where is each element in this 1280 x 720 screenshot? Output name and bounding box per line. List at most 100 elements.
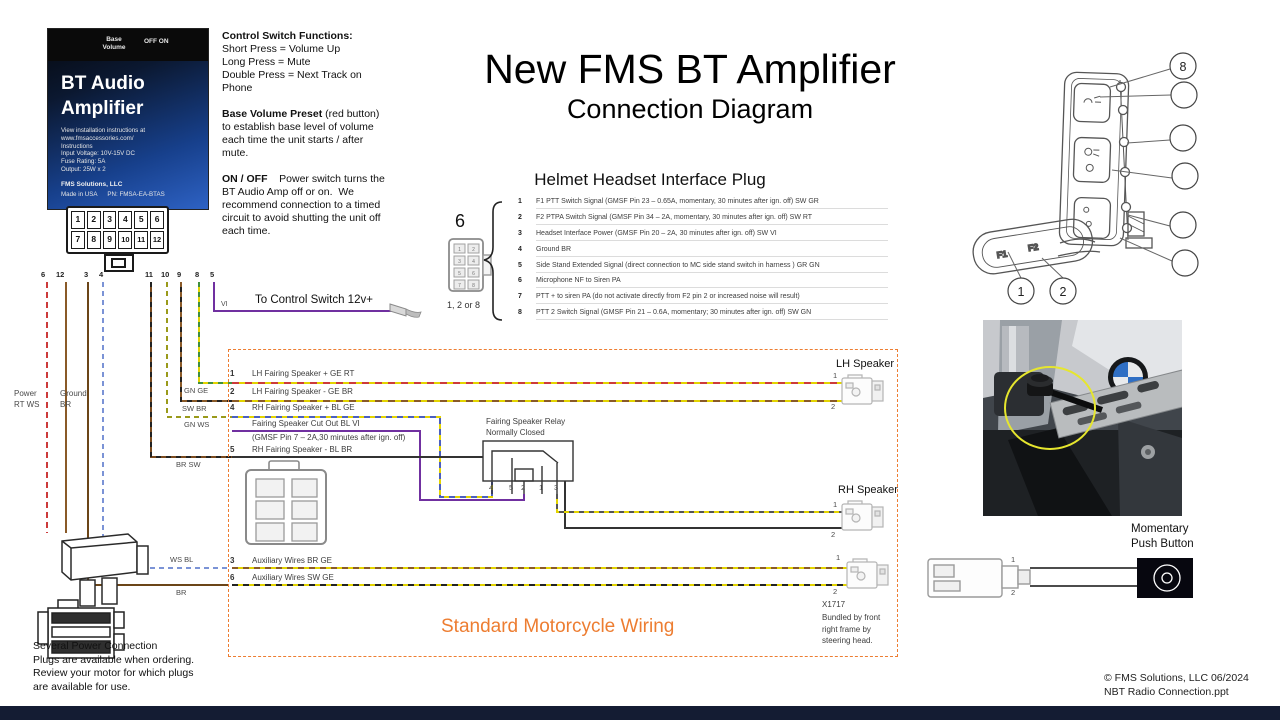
base-volume-label: Base Volume bbox=[102, 36, 126, 51]
pin-number: 2 bbox=[518, 214, 522, 221]
sw-br-label: SW BR bbox=[182, 404, 207, 413]
power-plug-1 bbox=[61, 533, 149, 607]
wire-pin-number: 8 bbox=[195, 270, 200, 279]
moto-row-number: 5 bbox=[230, 445, 235, 454]
pin-cell: 7 bbox=[71, 231, 85, 249]
notes-onoff-text: Power switch turns the BT Audio Amp off … bbox=[222, 173, 385, 237]
rh-speaker-label: RH Speaker bbox=[838, 484, 898, 496]
callout-circle bbox=[1171, 249, 1199, 277]
pin-cell: 8 bbox=[86, 231, 101, 249]
wire-pin-number: 3 bbox=[84, 270, 89, 279]
pin-number: 4 bbox=[518, 246, 522, 253]
footer-filename: NBT Radio Connection.ppt bbox=[1104, 686, 1229, 698]
f1-label: F1 bbox=[996, 249, 1008, 261]
moto-row-text: RH Fairing Speaker - BL BR bbox=[252, 445, 353, 454]
helmet-pin-row: 1 F1 PTT Switch Signal (GMSF Pin 23 – 0.6… bbox=[508, 198, 888, 212]
cell-digit: 3 bbox=[458, 259, 461, 265]
amplifier-product-label: Base Volume OFF ON BT Audio Amplifier Vi… bbox=[47, 28, 209, 210]
footer-copyright: © FMS Solutions, LLC 06/2024 bbox=[1104, 672, 1249, 684]
callout-circle bbox=[1169, 211, 1197, 239]
pb-pin-2: 2 bbox=[1011, 588, 1016, 597]
origin-line: Made in USA PN: FMSA-EA-BTAS bbox=[61, 191, 165, 198]
cell-digit: 2 bbox=[472, 247, 475, 253]
helmet-plug-title: Helmet Headset Interface Plug bbox=[534, 170, 766, 189]
pin-cell: 4 bbox=[118, 211, 133, 229]
notes-onoff-bold: ON / OFF bbox=[222, 173, 268, 185]
page-title: New FMS BT Amplifier bbox=[484, 46, 896, 92]
callout-number-8: 8 bbox=[1180, 60, 1187, 74]
lh-pin-1: 1 bbox=[833, 371, 838, 380]
cell-digit: 7 bbox=[458, 283, 461, 289]
pin-number: 1 bbox=[518, 198, 522, 205]
br-label: BR bbox=[176, 588, 187, 597]
cutout-label: Fairing Speaker Cut Out BL VI bbox=[252, 419, 360, 428]
wire-pin-number: 5 bbox=[210, 270, 215, 279]
x1717-note: Bundled by front right frame by steering… bbox=[822, 613, 881, 645]
cell-digit: 1 bbox=[458, 247, 461, 253]
amp-12pin-connector: 1 2 3 4 5 6 7 8 9 10 11 12 bbox=[66, 206, 169, 254]
moto-row-number: 1 bbox=[230, 369, 235, 378]
highlight-circle bbox=[1004, 366, 1096, 450]
ground-wire-label: Ground BR bbox=[60, 389, 87, 409]
fairing-speaker-relay bbox=[482, 440, 574, 494]
br-sw-label: BR SW bbox=[176, 460, 201, 469]
pin-description: Ground BR bbox=[536, 246, 572, 253]
callout-circle-1 bbox=[1007, 277, 1035, 305]
pin-number: 3 bbox=[518, 230, 522, 237]
rh-pin-1: 1 bbox=[833, 500, 838, 509]
pin-description: F2 PTPA Switch Signal (GMSF Pin 34 – 2A,… bbox=[536, 214, 813, 221]
relay-pin: 1 bbox=[539, 483, 544, 492]
moto-row-text: LH Fairing Speaker + GE RT bbox=[252, 369, 355, 378]
pin-cell: 6 bbox=[150, 211, 164, 229]
off-on-label: OFF ON bbox=[144, 38, 169, 45]
bottom-edge-bar bbox=[0, 706, 1280, 720]
cell-digit: 8 bbox=[472, 283, 475, 289]
wire-pin-number: 11 bbox=[145, 270, 153, 279]
pin-number: 7 bbox=[518, 293, 522, 300]
callout-number-2: 2 bbox=[1060, 285, 1067, 299]
wire-pin-number: 4 bbox=[99, 270, 104, 279]
moto-wires bbox=[232, 382, 847, 586]
aux-pin-1: 1 bbox=[836, 553, 841, 562]
pin-cell: 11 bbox=[134, 231, 149, 249]
pin-cell: 3 bbox=[102, 211, 117, 229]
pin-cell: 12 bbox=[150, 231, 164, 249]
wire-pin-number: 10 bbox=[161, 270, 170, 279]
notes-functions: Short Press = Volume Up Long Press = Mut… bbox=[222, 43, 362, 94]
moto-row-text: RH Fairing Speaker + BL GE bbox=[252, 403, 355, 412]
moto-row-number: 3 bbox=[230, 556, 235, 565]
power-plug-note: Several Power Connection Plugs are avail… bbox=[33, 640, 195, 693]
pin-cell: 2 bbox=[86, 211, 101, 229]
callout-number-1: 1 bbox=[1018, 285, 1025, 299]
power-plug-2 bbox=[37, 599, 125, 659]
momentary-push-button-label: Momentary Push Button bbox=[1131, 523, 1194, 550]
moto-box-caption: Standard Motorcycle Wiring bbox=[441, 616, 675, 637]
aux-pin-2: 2 bbox=[833, 587, 838, 596]
pin-description: Side Stand Extended Signal (direct conne… bbox=[536, 262, 820, 269]
cutout-detail: (GMSF Pin 7 – 2A,30 minutes after ign. o… bbox=[252, 433, 406, 442]
relay-pin: 2 bbox=[521, 483, 526, 492]
page-subtitle: Connection Diagram bbox=[566, 94, 814, 124]
pin-cell: 5 bbox=[134, 211, 149, 229]
wire-pin-number: 6 bbox=[41, 270, 46, 279]
vi-wire-label: VI bbox=[221, 301, 228, 308]
wire-pin-number: 9 bbox=[177, 270, 182, 279]
pin-description: F1 PTT Switch Signal (GMSF Pin 23 – 0.65… bbox=[536, 198, 819, 205]
pin-description: Headset Interface Power (GMSF Pin 20 – 2… bbox=[536, 230, 777, 237]
helmet-pin-row: 2 F2 PTPA Switch Signal (GMSF Pin 34 – 2A… bbox=[508, 214, 888, 228]
product-name-line2: Amplifier bbox=[61, 98, 144, 119]
helmet-connector-number: 6 bbox=[455, 211, 466, 231]
pin-cell: 1 bbox=[71, 211, 85, 229]
standard-motorcycle-wiring-box bbox=[228, 349, 898, 657]
x1717-label: X1717 bbox=[822, 600, 846, 609]
f1-f2-paddle: F1 F2 bbox=[972, 218, 1094, 275]
push-button-schematic bbox=[927, 558, 1193, 598]
curly-brace bbox=[483, 201, 503, 321]
moto-row-text: LH Fairing Speaker - GE BR bbox=[252, 387, 353, 396]
crimp-terminal-icon bbox=[389, 303, 422, 318]
gn-ws-label: GN WS bbox=[184, 420, 210, 429]
